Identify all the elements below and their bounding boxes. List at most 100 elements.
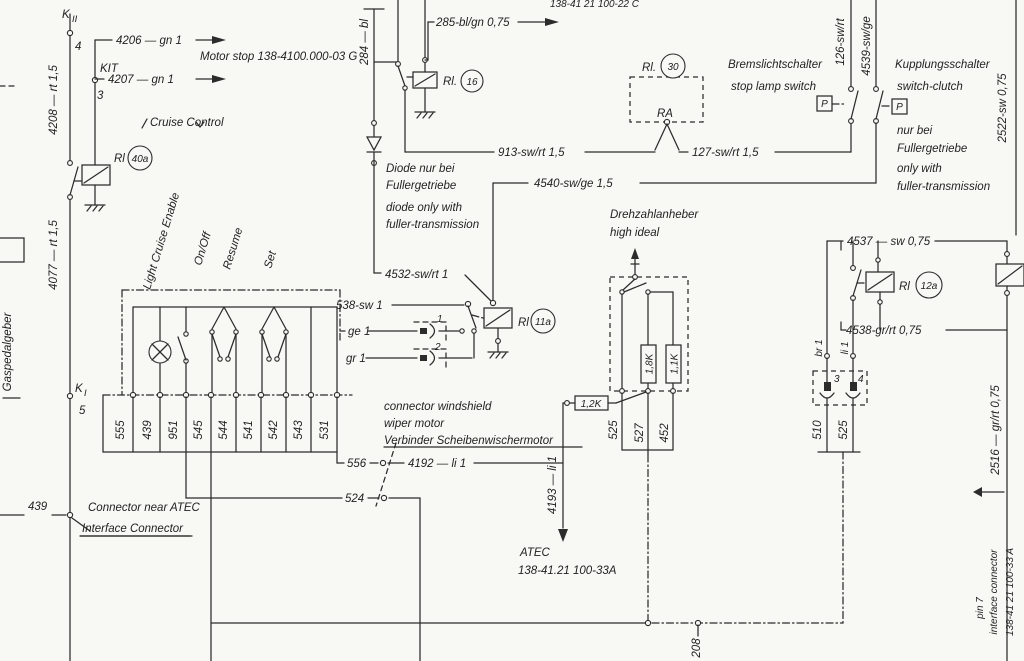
relay-11a-label: Rl [518, 317, 529, 329]
wire-285-label: 285-bl/gn 0,75 [435, 17, 510, 29]
underlines [79, 446, 583, 537]
fuller-note-1: nur bei [897, 125, 933, 137]
interface-ref-label: 138-41 21 100-33 A [1005, 548, 1016, 636]
fuller-note-3: only with [897, 163, 942, 175]
relay-11a-block [339, 299, 556, 370]
k1-sub-label: I [84, 388, 87, 399]
p-box-1-label: P [821, 99, 828, 110]
k1-pin-label: 5 [79, 405, 86, 417]
resistor-11k-label: 1,1K [670, 352, 681, 374]
wire-4207-label: 4207 — gn 1 [108, 74, 174, 86]
wire-2516-label: 2516 — gr/rt 0,75 [990, 385, 1002, 476]
wire-ge1-label: ge 1 [348, 326, 370, 338]
terminal-525b-label: 525 [838, 420, 850, 440]
relay-16-label: Rl. [443, 76, 457, 88]
plug-3-label: 3 [834, 374, 840, 385]
wire-4539-label: 4539-sw/ge [861, 16, 873, 75]
terminal-544: 544 [218, 420, 230, 439]
wire-126-label: 126-sw/rt [835, 18, 847, 66]
connector-atec-note-1: Connector near ATEC [88, 502, 201, 514]
plug-2-label: 2 [434, 342, 441, 353]
relay-30-id: 30 [667, 62, 679, 73]
relay-11a-id: 11a [535, 317, 551, 328]
wire-gr1-label: gr 1 [346, 353, 366, 365]
wire-br1-label: br 1 [814, 339, 825, 356]
terminal-510-label: 510 [812, 420, 824, 440]
relay-40a-id: 40a [132, 154, 149, 165]
relay-12a-id: 12a [921, 281, 938, 292]
kit-label: KIT [100, 63, 119, 75]
wiper-note-2: wiper motor [384, 418, 445, 430]
terminal-543: 543 [293, 420, 305, 440]
fuller-note-4: fuller-transmission [897, 181, 990, 193]
right-edge-relay [973, 240, 1024, 661]
cruise-resume-label: Resume [221, 226, 245, 270]
k2-label: K [62, 9, 71, 21]
bottom-rails [210, 619, 844, 637]
relay-30-ra-block [629, 53, 852, 153]
wire-4208-label: 4208 — rt 1,5 [48, 65, 60, 135]
wire-li1-label: li 1 [840, 342, 851, 355]
wire-4538-label: 4538-gr/rt 0,75 [846, 325, 922, 337]
pin7-label: pin 7 [975, 597, 986, 620]
plug-1-label: 1 [437, 314, 443, 325]
wire-4193-label: 4193 — li 1 [547, 456, 559, 514]
k2-pin-label: 4 [75, 41, 81, 53]
brake-note-1: Bremslichtschalter [728, 59, 823, 71]
wire-439-label: 439 [28, 501, 48, 513]
diode-note-3: diode only with [386, 202, 462, 214]
clutch-switch [873, 0, 1017, 236]
terminal-208-label: 208 [691, 638, 703, 659]
cruise-title: Cruise Control [150, 117, 224, 129]
relay-12a-label: Rl [899, 281, 910, 293]
wire-4537-label: 4537 — sw 0,75 [847, 236, 931, 248]
wire-284-label: 284 — bl [359, 19, 371, 66]
wiper-note-3: Verbinder Scheibenwischermotor [384, 435, 554, 447]
clutch-note-1: Kupplungsschalter [895, 59, 991, 71]
terminal-527-label: 527 [634, 423, 646, 443]
relay-16-id: 16 [466, 77, 478, 88]
interface-connector-label: interface connector [989, 549, 1000, 635]
wire-538-label: 538-sw 1 [336, 300, 383, 312]
terminal-542: 542 [268, 420, 280, 440]
relay-40a-label: Rl [114, 153, 125, 165]
kit-pin-label: 3 [97, 90, 104, 102]
terminal-545: 545 [193, 420, 205, 440]
wire-4206-label: 4206 — gn 1 [116, 35, 182, 47]
wire-4192-label: 4192 — li 1 [408, 458, 466, 470]
drehzahl-note-1: Drehzahlanheber [610, 209, 699, 221]
diode-note-2: Fullergetriebe [386, 180, 456, 192]
relay-30-label: Rl. [642, 62, 656, 74]
atec-ref-label: 138-41.21 100-33A [518, 565, 617, 577]
diode-note-4: fuller-transmission [386, 219, 479, 231]
ra-label: RA [657, 108, 673, 120]
terminal-541: 541 [243, 420, 255, 439]
wire-556-label: 556 [347, 458, 367, 470]
ref-22c-label: 138-41 21 100-22 C [550, 0, 640, 10]
resistor-18k-label: 1,8K [645, 352, 656, 374]
cruise-control-block [102, 118, 353, 453]
wire-913-label: 913-sw/rt 1,5 [498, 147, 565, 159]
fuller-note-2: Fullergetriebe [897, 143, 967, 155]
diode-note-1: Diode nur bei [386, 163, 455, 175]
resistor-12k-label: 1,2K [581, 399, 603, 410]
clutch-note-2: switch-clutch [897, 81, 963, 93]
drehzahlanheber-block [574, 248, 689, 624]
relay-16-block [363, 0, 656, 302]
stop-lamp-switch [816, 0, 859, 124]
p-box-2-label: P [896, 102, 903, 113]
terminal-525-label: 525 [608, 420, 620, 440]
terminal-452-label: 452 [659, 423, 671, 443]
relay-12a-block [812, 240, 1008, 624]
wire-2522-label: 2522-sw 0,75 [997, 73, 1009, 144]
terminal-555: 555 [115, 420, 127, 440]
k2-sub-label: II [72, 14, 78, 25]
wire-4540-label: 4540-sw/ge 1,5 [534, 178, 613, 190]
cruise-set-label: Set [262, 249, 279, 270]
terminal-439: 439 [142, 420, 154, 440]
motor-stop-note: Motor stop 138-4100.000-03 G [200, 51, 357, 63]
wire-4077-label: 4077 — rt 1,5 [48, 220, 60, 290]
